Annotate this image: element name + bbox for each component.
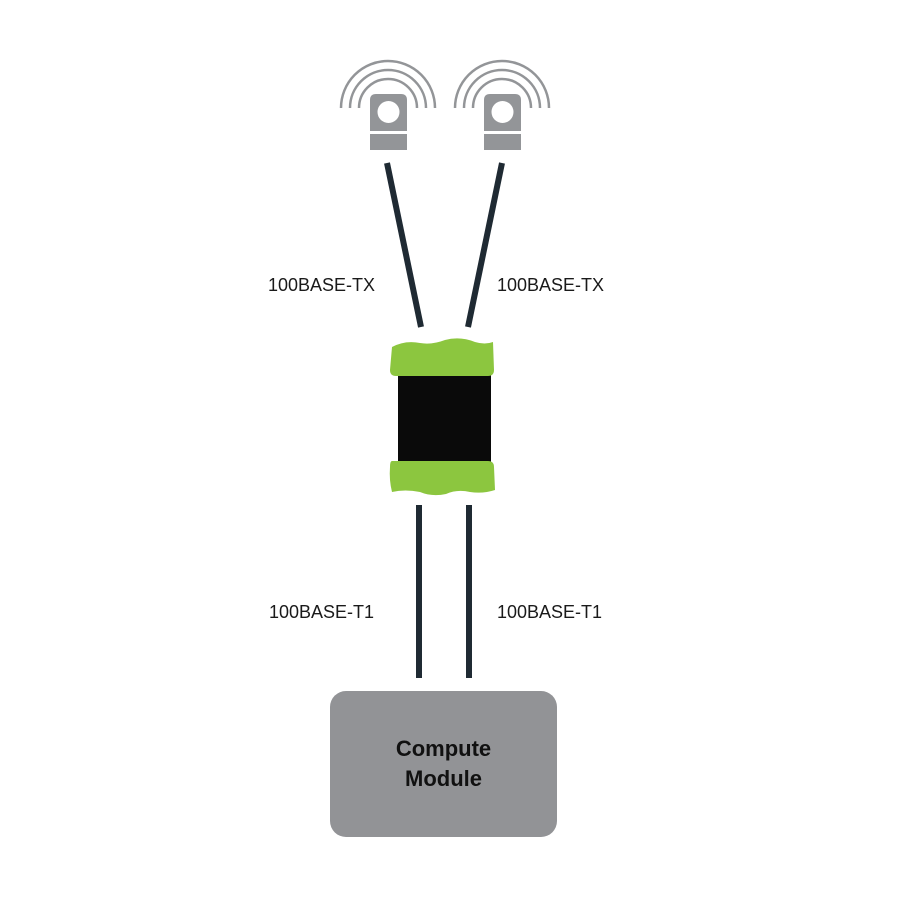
wireless-antenna-icon [339, 59, 437, 150]
cable-tx-left [384, 162, 424, 328]
wireless-antenna-icon [453, 59, 551, 150]
module-title-line1: Compute [395, 736, 492, 761]
compute-module-box: Compute Module [330, 691, 557, 837]
link-label-t1-right: 100BASE-T1 [497, 602, 603, 622]
link-label-t1-left: 100BASE-T1 [269, 602, 375, 622]
media-converter-icon [389, 338, 495, 496]
module-title-line2: Module [405, 766, 482, 791]
cable-tx-right [465, 162, 505, 328]
link-label-tx-right: 100BASE-TX [497, 275, 605, 295]
link-label-tx-left: 100BASE-TX [268, 275, 376, 295]
